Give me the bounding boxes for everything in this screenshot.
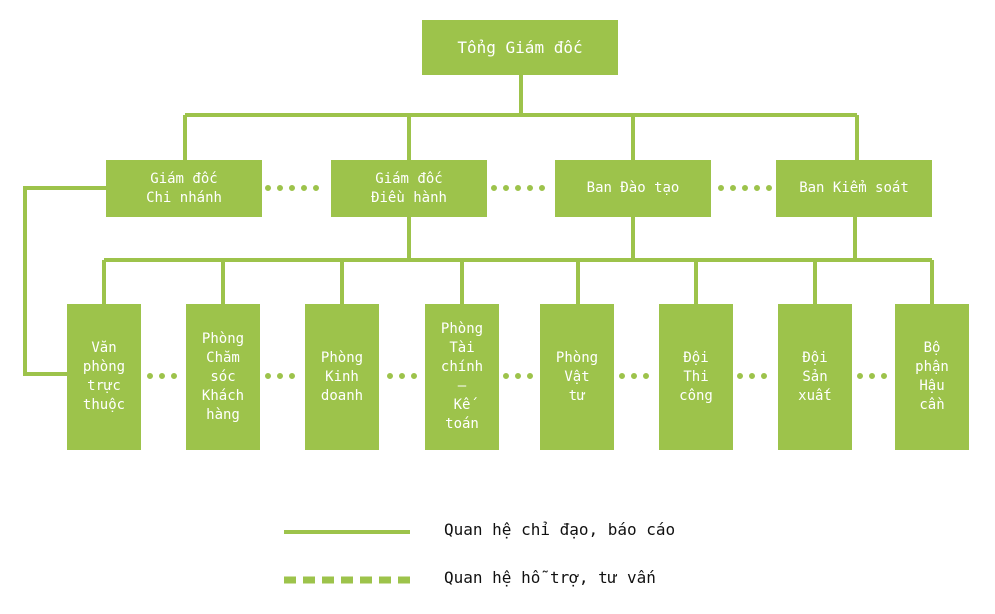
node-executive-director-label: Giám đốc Điều hành bbox=[371, 170, 447, 206]
node-materials-label: Phòng Vật tư bbox=[555, 349, 599, 404]
node-production-label: Đội Sản xuất bbox=[798, 349, 832, 404]
node-customer-care-label: Phòng Chăm sóc Khách hàng bbox=[201, 330, 245, 423]
node-control-board-label: Ban Kiểm soát bbox=[799, 180, 909, 196]
node-construction-label: Đội Thi công bbox=[679, 349, 713, 404]
node-ceo: Tổng Giám đốc bbox=[422, 20, 618, 75]
node-branch-director: Giám đốc Chi nhánh bbox=[106, 160, 262, 217]
legend-solid-label: Quan hệ chỉ đạo, báo cáo bbox=[444, 520, 676, 539]
node-logistics-label: Bộ phận Hậu cần bbox=[915, 340, 949, 413]
node-materials: Phòng Vật tư bbox=[540, 304, 614, 450]
node-sales: Phòng Kinh doanh bbox=[305, 304, 379, 450]
node-logistics: Bộ phận Hậu cần bbox=[895, 304, 969, 450]
node-training-board: Ban Đào tạo bbox=[555, 160, 711, 217]
node-branch-director-label: Giám đốc Chi nhánh bbox=[146, 170, 222, 206]
node-office-label: Văn phòng trực thuộc bbox=[82, 340, 126, 413]
node-office: Văn phòng trực thuộc bbox=[67, 304, 141, 450]
node-customer-care: Phòng Chăm sóc Khách hàng bbox=[186, 304, 260, 450]
node-training-board-label: Ban Đào tạo bbox=[586, 180, 680, 196]
node-executive-director: Giám đốc Điều hành bbox=[331, 160, 487, 217]
node-finance-label: Phòng Tài chính – Kế toán bbox=[440, 321, 484, 432]
node-sales-label: Phòng Kinh doanh bbox=[320, 349, 364, 404]
node-construction: Đội Thi công bbox=[659, 304, 733, 450]
node-control-board: Ban Kiểm soát bbox=[776, 160, 932, 217]
legend-dotted-label: Quan hệ hỗ trợ, tư vấn bbox=[444, 568, 656, 587]
line-branch-to-office bbox=[23, 186, 106, 376]
node-ceo-label: Tổng Giám đốc bbox=[457, 38, 583, 57]
node-finance: Phòng Tài chính – Kế toán bbox=[425, 304, 499, 450]
node-production: Đội Sản xuất bbox=[778, 304, 852, 450]
